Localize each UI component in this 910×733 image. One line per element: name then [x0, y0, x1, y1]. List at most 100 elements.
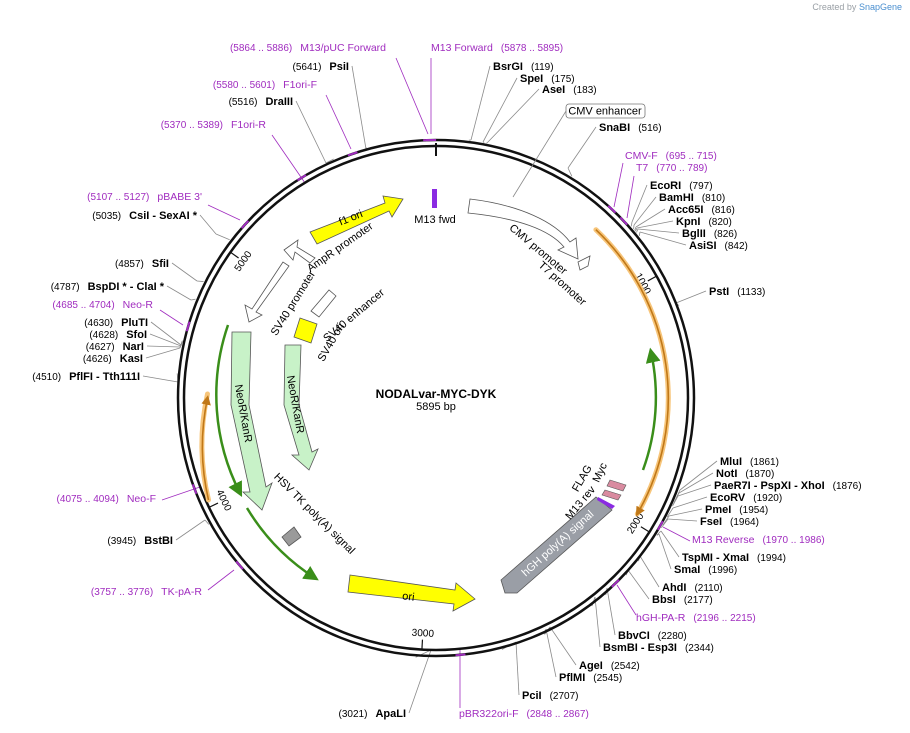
- enzyme-position: (820): [708, 217, 731, 228]
- primer-name: CMV-F: [625, 150, 658, 162]
- primer-label: CMV-F(695 .. 715): [625, 150, 717, 162]
- primer-range: (4075 .. 4094): [57, 494, 119, 505]
- enzyme-name: MluI: [720, 456, 742, 468]
- primer-leader: [271, 134, 306, 184]
- primer-leader: [325, 94, 352, 150]
- primer-label: M13 Forward(5878 .. 5895): [431, 42, 563, 54]
- t7-promoter-arrow: [577, 255, 591, 271]
- orf-arrow-inner-right: [641, 347, 661, 471]
- enzyme-site: AhdI(2110): [662, 582, 723, 594]
- ampr-promoter-arrow: [283, 239, 316, 264]
- primer-leader: [207, 569, 235, 591]
- sv40-ori-box: [293, 317, 318, 344]
- primer-site-marker: [611, 579, 620, 588]
- tk-orf-arrow: [245, 507, 319, 581]
- enzyme-position: (119): [531, 62, 554, 73]
- primer-leader: [159, 309, 184, 326]
- enzyme-leader: [634, 226, 637, 231]
- enzyme-site: (3945)BstBI: [107, 535, 173, 547]
- enzyme-leader: [672, 495, 679, 507]
- enzyme-name: BglII: [682, 228, 706, 240]
- tick-3000: [421, 639, 424, 650]
- primer-site-marker: [296, 174, 307, 182]
- primer-label: (3757 .. 3776)TK-pA-R: [91, 586, 203, 598]
- tick-label-4000: 4000: [213, 488, 233, 513]
- enzyme-position: (842): [725, 241, 748, 252]
- primer-leader: [626, 175, 635, 219]
- hgh-polya-label: hGH poly(A) signal: [520, 508, 597, 579]
- plasmid-name: NODALvar-MYC-DYK: [376, 387, 497, 401]
- enzyme-position: (1954): [739, 505, 768, 516]
- enzyme-name: DraIII: [265, 96, 293, 108]
- enzyme-position: (1876): [833, 481, 862, 492]
- enzyme-leader: [666, 507, 674, 518]
- enzyme-name: AgeI: [579, 660, 603, 672]
- myc-tag-box: [606, 479, 627, 492]
- enzyme-site: (4627)NarI: [86, 341, 144, 353]
- enzyme-site: PaeR7I - PspXI - XhoI(1876): [714, 480, 862, 492]
- enzyme-name: SnaBI: [599, 122, 630, 134]
- enzyme-position: (3021): [339, 709, 368, 720]
- enzyme-leader: [180, 340, 183, 346]
- credit-prefix: Created by: [812, 2, 857, 12]
- primer-name: Neo-F: [127, 493, 156, 505]
- enzyme-site: BsrGI(119): [493, 61, 554, 73]
- enzyme-site: AgeI (2542): [579, 660, 640, 672]
- cmv-promoter-arrow: [467, 198, 579, 260]
- primer-label: (5864 .. 5886)M13/pUC Forward: [230, 42, 386, 54]
- enzyme-name: PciI: [522, 690, 542, 702]
- enzyme-name: PflFI - Tth111I: [69, 371, 140, 383]
- enzyme-name: BspDI * - ClaI *: [88, 281, 165, 293]
- enzyme-name: BbsI: [652, 594, 676, 606]
- enzyme-site: PciI (2707): [522, 690, 578, 702]
- enzyme-position: (810): [702, 193, 725, 204]
- myc-label: Myc: [591, 461, 611, 485]
- primer-label: hGH-PA-R(2196 .. 2215): [636, 612, 756, 624]
- enzyme-name: KasI: [120, 353, 143, 365]
- enzyme-position: (826): [714, 229, 737, 240]
- enzyme-site: BbsI(2177): [652, 594, 713, 606]
- enzyme-leader: [656, 530, 662, 536]
- f1-ori-arrow: [309, 195, 404, 245]
- primer-name: M13 Reverse: [692, 534, 755, 546]
- enzyme-site: EcoRV(1920): [710, 492, 782, 504]
- enzyme-name: CsiI - SexAI *: [129, 210, 198, 222]
- enzyme-name: BbvCI: [618, 630, 650, 642]
- tick-4000: [208, 502, 219, 508]
- primer-site-marker: [607, 205, 617, 214]
- enzyme-leader: [635, 227, 638, 232]
- enzyme-labels: BsrGI(119)SpeI(175)AseI(183)SnaBI(516)Ec…: [32, 61, 861, 720]
- enzyme-leader: [166, 285, 192, 301]
- enzyme-leader: [215, 233, 230, 241]
- primer-name: pBABE 3': [157, 191, 202, 203]
- enzyme-position: (2542): [611, 661, 640, 672]
- enzyme-position: (2707): [550, 691, 579, 702]
- enzyme-site: BbvCI(2280): [618, 630, 687, 642]
- enzyme-leader: [675, 290, 707, 304]
- primer-leader: [395, 57, 429, 135]
- enzyme-leader: [639, 555, 660, 588]
- enzyme-leader: [545, 628, 557, 678]
- primer-name: F1ori-R: [231, 119, 266, 131]
- enzyme-leader: [658, 533, 672, 570]
- enzyme-leader: [627, 569, 650, 600]
- primer-site-marker: [235, 560, 244, 570]
- primer-name: F1ori-F: [283, 79, 317, 91]
- tick-1000: [647, 275, 657, 282]
- primer-range: (2848 .. 2867): [527, 709, 589, 720]
- enzyme-name: EcoRI: [650, 180, 681, 192]
- enzyme-site: AsiSI(842): [689, 240, 748, 252]
- enzyme-leader: [150, 321, 182, 346]
- enzyme-name: SfoI: [126, 329, 147, 341]
- sv40-promoter-arrow: [244, 261, 290, 323]
- enzyme-leader: [145, 347, 181, 359]
- enzyme-site: (4626)KasI: [83, 353, 143, 365]
- primer-range: (4685 .. 4704): [52, 300, 114, 311]
- enzyme-site: PmeI(1954): [705, 504, 768, 516]
- enzyme-leader: [635, 208, 666, 228]
- enzyme-site: (3021)ApaLI: [339, 708, 406, 720]
- ori-arrow: [347, 574, 476, 612]
- enzyme-position: (516): [638, 123, 661, 134]
- enzyme-leader: [660, 530, 680, 558]
- enzyme-leader: [515, 641, 520, 696]
